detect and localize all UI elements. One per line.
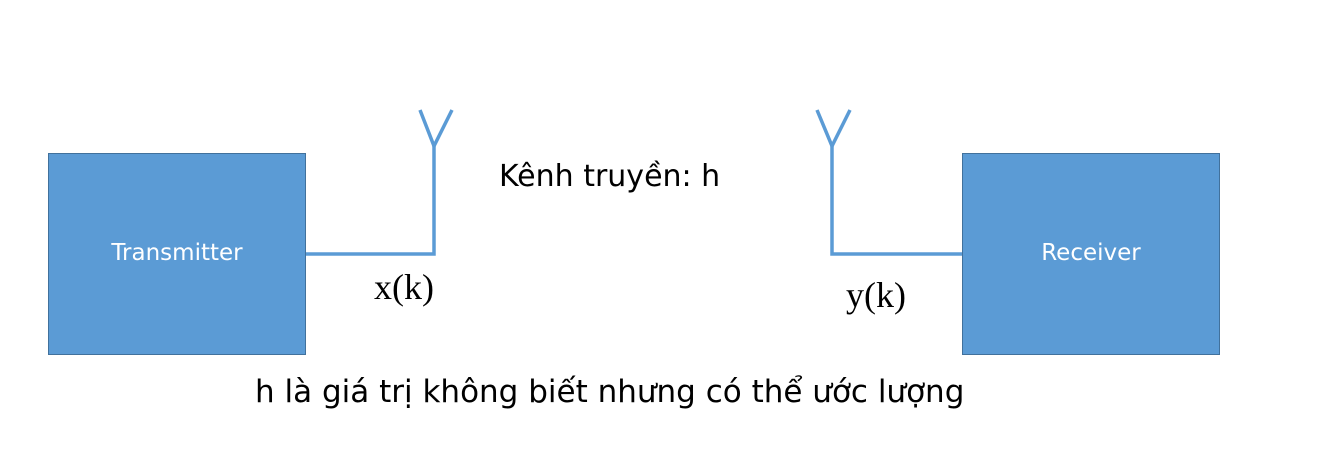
transmitter-label: Transmitter — [111, 240, 243, 266]
receiver-wire — [830, 146, 962, 256]
transmitter-wire — [306, 146, 436, 256]
transmitter-antenna-icon — [418, 109, 454, 151]
receiver-antenna-icon — [815, 109, 852, 151]
channel-label: Kênh truyền: h — [499, 159, 721, 194]
transmitted-signal-label: x(k) — [374, 267, 434, 307]
receiver-block: Receiver — [962, 153, 1220, 355]
transmitter-block: Transmitter — [48, 153, 306, 355]
received-signal-label: y(k) — [846, 275, 906, 315]
caption: h là giá trị không biết nhưng có thể ước… — [255, 374, 965, 410]
receiver-label: Receiver — [1041, 240, 1141, 266]
